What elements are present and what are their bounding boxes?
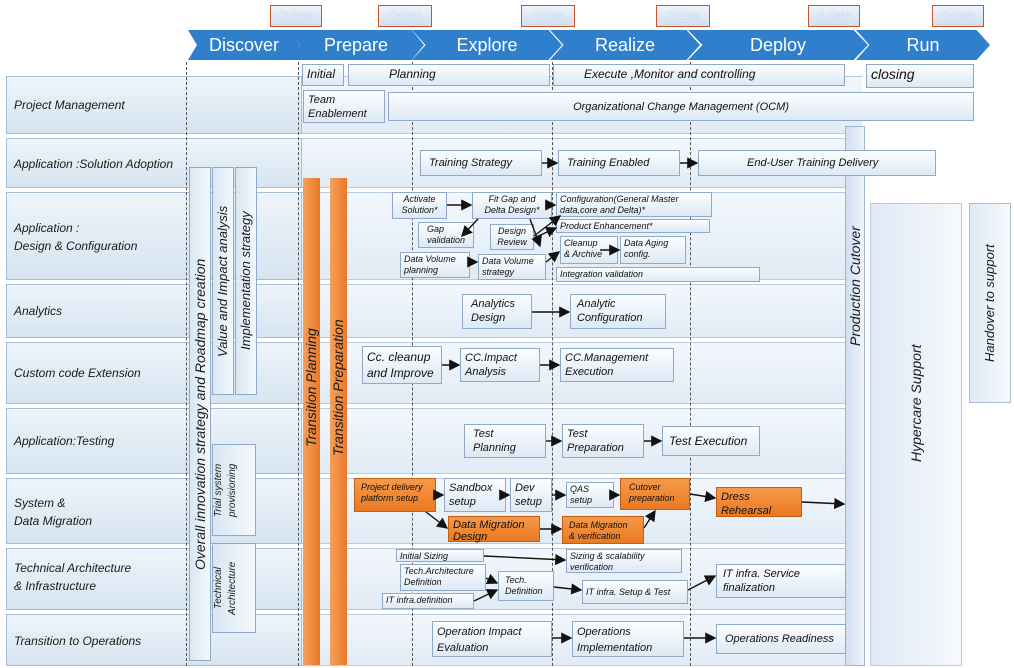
bar-technical-architecture — [212, 543, 256, 633]
box-dm-design: Data Migration Design — [448, 516, 540, 543]
qgate-explore: Q-Gate — [378, 5, 432, 27]
box-configuration: Configuration(General Master data,core a… — [556, 192, 712, 217]
box-product-enhancement: Product Enhancement* — [556, 219, 710, 233]
bar-implementation-strategy — [235, 167, 257, 395]
box-dv-strategy: Data Volume strategy — [478, 254, 546, 280]
separator-prepare — [298, 62, 299, 666]
box-fit-gap: Fit Gap and Delta Design* — [472, 192, 552, 219]
arrow-verification-cutover — [643, 509, 656, 529]
box-analytic-configuration: Analytic Configuration — [570, 294, 666, 329]
box-integration-validation: Integration validation — [556, 267, 760, 282]
arrow-techdef-itsetup — [553, 583, 583, 595]
box-sizing-scalability: Sizing & scalability verification — [566, 549, 682, 573]
arrow-fitgap-gap — [461, 218, 479, 238]
qgate-prepare: Q-Gate — [270, 5, 322, 27]
bar-hypercare — [870, 203, 962, 666]
qgate-deploy: Q-Gate — [656, 5, 710, 27]
box-cc-management: CC.Management Execution — [560, 348, 674, 382]
arrow-sizing-scal — [483, 553, 567, 566]
box-platform-setup: Project delivery platform setup — [354, 478, 436, 512]
separator-deploy — [690, 62, 691, 666]
lane-project-management — [6, 76, 302, 134]
bar-trial-provisioning — [212, 444, 256, 536]
box-planning: Planning — [348, 64, 550, 86]
box-it-setup: IT infra. Setup & Test — [582, 580, 688, 604]
box-ta-definition: Tech.Architecture Definition — [400, 564, 486, 591]
lane-solution-adoption — [6, 138, 302, 188]
box-cc-cleanup: Cc. cleanup and Improve — [362, 346, 442, 384]
box-qas-setup: QAS setup — [566, 482, 614, 508]
arrow-itsetup-service — [687, 575, 717, 591]
box-dev-setup: Dev setup — [510, 478, 552, 512]
box-test-preparation: Test Preparation — [562, 424, 644, 458]
arrow-dress-prod — [801, 497, 846, 510]
box-initial-sizing: Initial Sizing — [396, 549, 484, 562]
arrow-ta-techdef — [485, 573, 499, 585]
box-test-execution: Test Execution — [662, 426, 760, 456]
bar-overall-strategy — [189, 167, 211, 661]
qgate-run-1: Q-Gate — [808, 5, 860, 27]
box-design-review: Design Review — [490, 224, 534, 250]
box-tech-definition: Tech. Definition — [498, 571, 554, 601]
separator-discover — [186, 62, 187, 666]
phase-run: Run — [856, 30, 990, 60]
box-activate-solution: Activate Solution* — [392, 192, 447, 219]
arrow-review-product — [533, 226, 558, 239]
box-dress-rehearsal: Dress Rehearsal — [716, 487, 802, 517]
lane-label-data-migration: System & Data Migration — [14, 496, 93, 528]
qgate-realize: Q-Gate — [521, 5, 575, 27]
bar-handover — [969, 203, 1011, 403]
bar-transition-planning — [303, 178, 320, 665]
lane-label-technical-architecture: Technical Architecture & Infrastructure — [14, 561, 132, 593]
box-training-strategy: Training Strategy — [420, 150, 542, 176]
phase-explore: Explore — [412, 30, 562, 60]
phase-discover: Discover — [188, 30, 300, 60]
box-analytics-design: Analytics Design — [462, 294, 532, 329]
phase-prepare: Prepare — [288, 30, 424, 60]
box-test-planning: Test Planning — [464, 424, 546, 458]
box-it-service: IT infra. Service finalization — [716, 564, 846, 598]
box-op-impact: Operation Impact Evaluation — [432, 621, 552, 657]
box-dm-verification: Data Migration & verification — [562, 516, 644, 544]
arrow-cutover-dress — [689, 490, 717, 502]
arrow-itdef-techdef — [473, 589, 499, 602]
box-it-definition: IT infra.definition — [382, 593, 474, 609]
bar-transition-preparation — [330, 178, 347, 665]
qgate-run-2: Q-Gate — [932, 5, 984, 27]
phase-realize: Realize — [550, 30, 700, 60]
phase-deploy: Deploy — [688, 30, 868, 60]
box-closing: closing — [866, 64, 974, 88]
bar-production-cutover — [845, 126, 865, 666]
lane-label-transition-operations: Transition to Operations — [14, 634, 142, 648]
lane-label-analytics: Analytics — [14, 304, 63, 318]
arrow-fitgap-review — [529, 218, 542, 248]
arrow-review-config — [533, 215, 562, 237]
arrow-platform-dmdesign — [425, 511, 449, 529]
box-initial: Initial — [302, 64, 344, 86]
box-data-aging: Data Aging config. — [620, 236, 686, 264]
box-end-user-training: End-User Training Delivery — [698, 150, 936, 176]
box-execute: Execute ,Monitor and controlling — [553, 64, 845, 86]
lane-label-testing: Application:Testing — [14, 434, 115, 448]
lane-label-design-configuration: Application : Design & Configuration — [14, 221, 138, 253]
phase-header: Discover Prepare Explore Realize Deploy … — [0, 0, 1014, 64]
lane-label-solution-adoption: Application :Solution Adoption — [14, 157, 173, 171]
box-op-implementation: Operations Implementation — [572, 621, 684, 657]
box-team-enablement: Team Enablement — [303, 90, 385, 123]
box-cutover-prep: Cutover preparation — [620, 478, 690, 510]
lane-label-project-management: Project Management — [14, 98, 125, 112]
box-cc-impact: CC.Impact Analysis — [460, 348, 540, 382]
box-training-enabled: Training Enabled — [558, 150, 680, 176]
bar-value-impact — [212, 167, 234, 395]
box-ocm: Organizational Change Management (OCM) — [388, 92, 974, 121]
box-sandbox-setup: Sandbox setup — [444, 478, 506, 512]
lane-label-custom-code: Custom code Extension — [14, 366, 141, 380]
arrow-dvstrat-cleanup — [545, 251, 561, 263]
box-op-readiness: Operations Readiness — [716, 624, 846, 654]
